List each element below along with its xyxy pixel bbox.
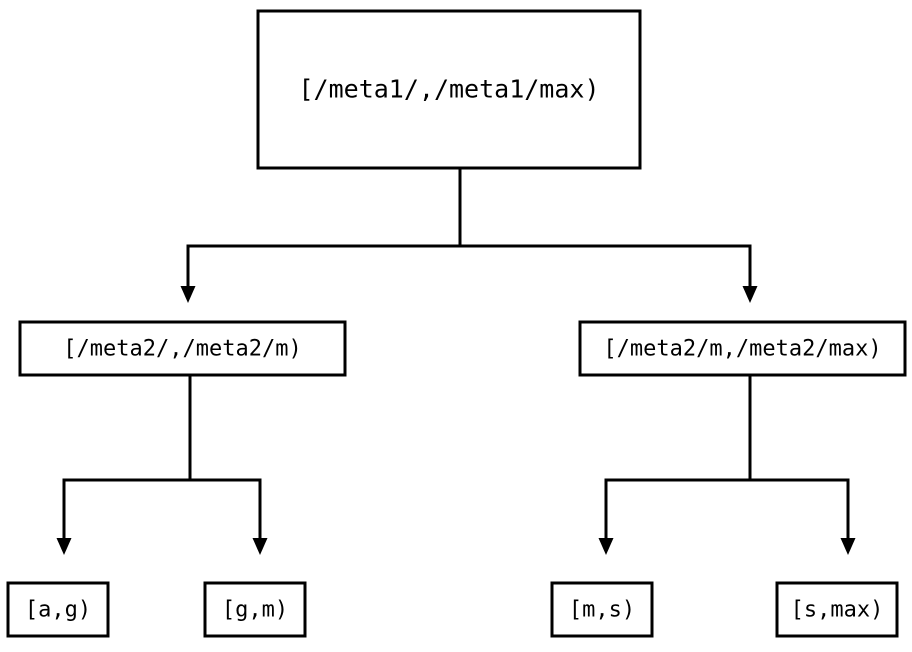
tree-edge xyxy=(598,375,752,555)
node-label: [g,m) xyxy=(222,598,288,623)
node-box[interactable] xyxy=(18,320,347,377)
arrowhead-icon xyxy=(252,538,268,555)
arrowhead-icon xyxy=(56,538,72,555)
node-box[interactable] xyxy=(550,581,654,638)
tree-edge xyxy=(748,375,856,555)
edge-connector-line xyxy=(62,375,192,538)
tree-node-root[interactable]: [/meta1/,/meta1/max) xyxy=(256,9,642,170)
arrowhead-icon xyxy=(180,286,196,303)
edge-connector-line xyxy=(604,375,752,538)
arrowhead-icon xyxy=(598,538,614,555)
node-box[interactable] xyxy=(6,581,110,638)
tree-node-mid-right[interactable]: [/meta2/m,/meta2/max) xyxy=(578,320,907,377)
node-label: [m,s) xyxy=(569,598,635,623)
tree-edge xyxy=(180,168,462,303)
node-label: [s,max) xyxy=(791,598,884,623)
node-box[interactable] xyxy=(578,320,907,377)
edge-connector-line xyxy=(188,375,262,538)
arrowhead-icon xyxy=(840,538,856,555)
node-box[interactable] xyxy=(203,581,307,638)
tree-node-leaf-ms[interactable]: [m,s) xyxy=(550,581,654,638)
edges-layer xyxy=(56,168,856,555)
node-label: [/meta1/,/meta1/max) xyxy=(298,75,599,104)
tree-node-mid-left[interactable]: [/meta2/,/meta2/m) xyxy=(18,320,347,377)
tree-edge xyxy=(188,375,268,555)
node-label: [/meta2/,/meta2/m) xyxy=(63,337,301,362)
tree-node-leaf-smax[interactable]: [s,max) xyxy=(775,581,899,638)
edge-connector-line xyxy=(748,375,850,538)
node-box[interactable] xyxy=(256,9,642,170)
tree-edge xyxy=(56,375,192,555)
tree-node-leaf-ag[interactable]: [a,g) xyxy=(6,581,110,638)
node-label: [a,g) xyxy=(25,598,91,623)
edge-connector-line xyxy=(458,168,752,286)
tree-edge xyxy=(458,168,758,303)
tree-node-leaf-gm[interactable]: [g,m) xyxy=(203,581,307,638)
node-box[interactable] xyxy=(775,581,899,638)
nodes-layer: [/meta1/,/meta1/max) [/meta2/,/meta2/m) [/… xyxy=(6,9,907,638)
edge-connector-line xyxy=(186,168,462,286)
node-label: [/meta2/m,/meta2/max) xyxy=(603,337,881,362)
arrowhead-icon xyxy=(742,286,758,303)
